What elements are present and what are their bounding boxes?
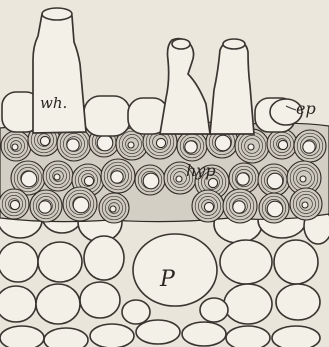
root-hair-tip <box>42 8 72 20</box>
parenchyma-cell <box>220 240 272 284</box>
hypodermis-cell <box>177 131 207 161</box>
cell-lumen <box>267 201 283 217</box>
hypodermis-cell <box>229 163 259 193</box>
label-hypodermis: hyp <box>186 161 216 180</box>
parenchyma-cell <box>182 322 226 346</box>
hypodermis-cell <box>267 129 297 159</box>
cell-lumen <box>303 141 315 153</box>
cell-lumen <box>39 201 51 213</box>
hypodermis-cell <box>99 193 129 223</box>
parenchyma-cell <box>0 326 44 347</box>
cell-lumen <box>237 173 249 185</box>
cell-lumen <box>185 141 197 153</box>
epidermis-layer <box>2 8 302 136</box>
cell-lumen <box>215 135 231 151</box>
parenchyma-cell <box>38 242 82 282</box>
parenchyma-cell <box>44 328 88 347</box>
root-hair <box>210 40 254 134</box>
cell-lumen <box>97 135 113 151</box>
parenchyma-cell <box>226 326 270 347</box>
cell-lumen <box>128 142 134 148</box>
cell-lumen <box>248 144 254 150</box>
root-hair-tip <box>172 39 190 49</box>
parenchyma-cell <box>274 240 318 284</box>
cell-lumen <box>111 171 123 183</box>
parenchyma-cell <box>36 284 80 324</box>
parenchyma-cell <box>224 284 272 324</box>
label-root-hair: wh. <box>40 94 67 112</box>
hypodermis-cell <box>223 189 257 223</box>
cell-lumen <box>110 206 116 212</box>
root-hair-tip <box>223 39 245 49</box>
cell-lumen <box>300 176 306 182</box>
hypodermis-cell <box>101 159 135 193</box>
hypodermis-cell <box>43 161 73 191</box>
parenchyma-cell <box>122 300 150 324</box>
hypodermis-cell <box>0 189 29 219</box>
large-parenchyma-cell <box>133 234 217 306</box>
cell-lumen <box>156 138 165 147</box>
hypodermis-cell <box>294 130 326 162</box>
hypodermis-cell <box>30 190 62 222</box>
hypodermis-layer <box>0 122 329 223</box>
cell-lumen <box>84 176 93 185</box>
hypodermis-cell <box>135 165 165 195</box>
cell-lumen <box>143 173 159 189</box>
cell-lumen <box>278 140 287 149</box>
label-parenchyma: P <box>159 267 176 292</box>
cell-lumen <box>73 197 89 213</box>
root-hair <box>33 10 86 134</box>
cell-lumen <box>204 202 213 211</box>
cell-lumen <box>233 201 245 213</box>
hypodermis-cell <box>192 190 224 222</box>
cell-lumen <box>267 173 283 189</box>
parenchyma-cell <box>272 326 320 347</box>
parenchyma-cell <box>90 324 134 347</box>
cell-lumen <box>21 171 37 187</box>
parenchyma-cell <box>200 298 228 322</box>
parenchyma-cell <box>80 282 120 318</box>
label-epidermis: ep <box>296 99 316 118</box>
cell-lumen <box>12 144 18 150</box>
root-hair <box>160 39 210 134</box>
parenchyma-cell <box>276 284 320 320</box>
cell-lumen <box>302 202 308 208</box>
hypodermis-cell <box>63 187 97 221</box>
parenchyma-cell <box>0 286 36 322</box>
cell-lumen <box>176 176 182 182</box>
cell-lumen <box>40 136 49 145</box>
parenchyma-cell <box>84 236 124 280</box>
cell-lumen <box>10 200 19 209</box>
parenchyma-cell <box>0 242 38 282</box>
hypodermis-cell <box>290 188 322 220</box>
hypodermis-cell <box>259 193 289 223</box>
cell-lumen <box>67 139 79 151</box>
epidermis-cell <box>84 96 130 136</box>
hypodermis-cell <box>258 164 290 196</box>
cell-lumen <box>54 174 60 180</box>
parenchyma-cell <box>136 320 180 344</box>
hypodermis-cell <box>1 131 31 161</box>
